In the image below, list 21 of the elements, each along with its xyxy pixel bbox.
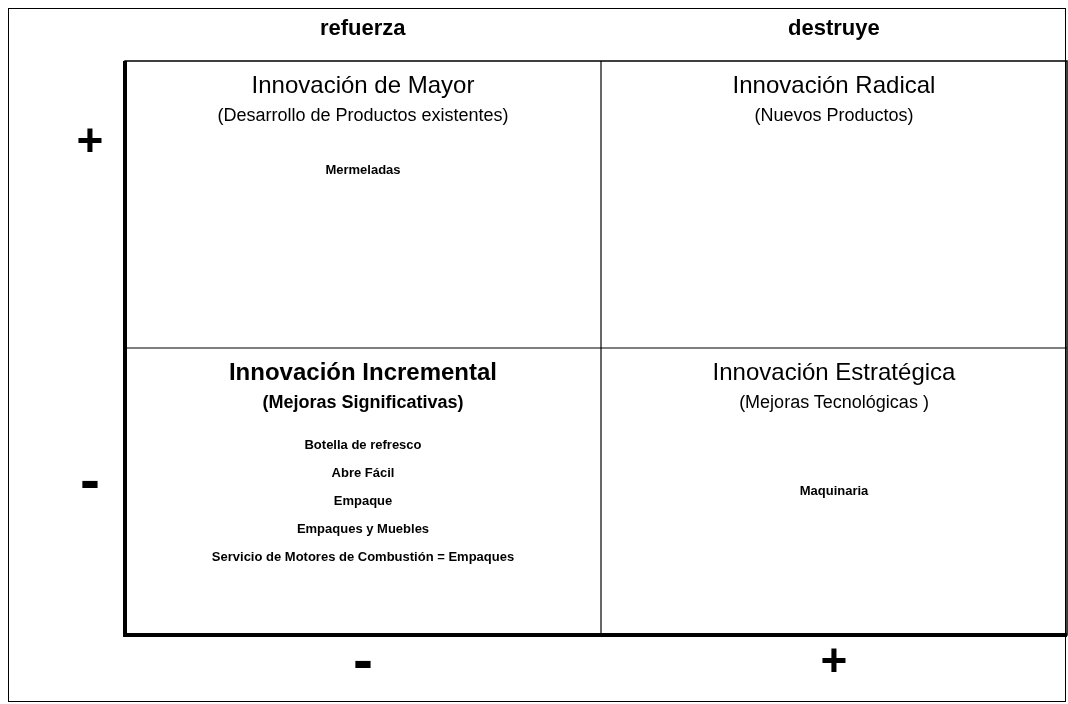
quadrant-subtitle: (Mejoras Tecnológicas ): [739, 392, 929, 413]
minus-sign: -: [353, 630, 373, 690]
example-text: Servicio de Motores de Combustión = Empaques: [211, 549, 515, 564]
axis-label: refuerza: [320, 17, 406, 39]
example-text: Botella de refresco: [304, 437, 422, 452]
quadrant-title: Innovación de Mayor: [251, 71, 475, 99]
plus-sign: +: [76, 117, 104, 163]
example-text: Abre Fácil: [331, 465, 395, 480]
quadrant-subtitle: (Mejoras Significativas): [262, 392, 464, 413]
quadrant-title: Innovación Estratégica: [712, 358, 956, 386]
example-text: Empaque: [333, 493, 393, 508]
minus-sign: -: [80, 450, 100, 510]
example-text: Maquinaria: [799, 483, 869, 498]
example-text: Empaques y Muebles: [296, 521, 430, 536]
plus-sign: +: [820, 637, 848, 683]
quadrant-title: Innovación Incremental: [228, 358, 498, 386]
quadrant-subtitle: (Desarrollo de Productos existentes): [217, 105, 509, 126]
quadrant-title: Innovación Radical: [732, 71, 936, 99]
example-text: Mermeladas: [325, 162, 401, 177]
quadrant-subtitle: (Nuevos Productos): [754, 105, 914, 126]
axis-label: destruye: [788, 17, 880, 39]
